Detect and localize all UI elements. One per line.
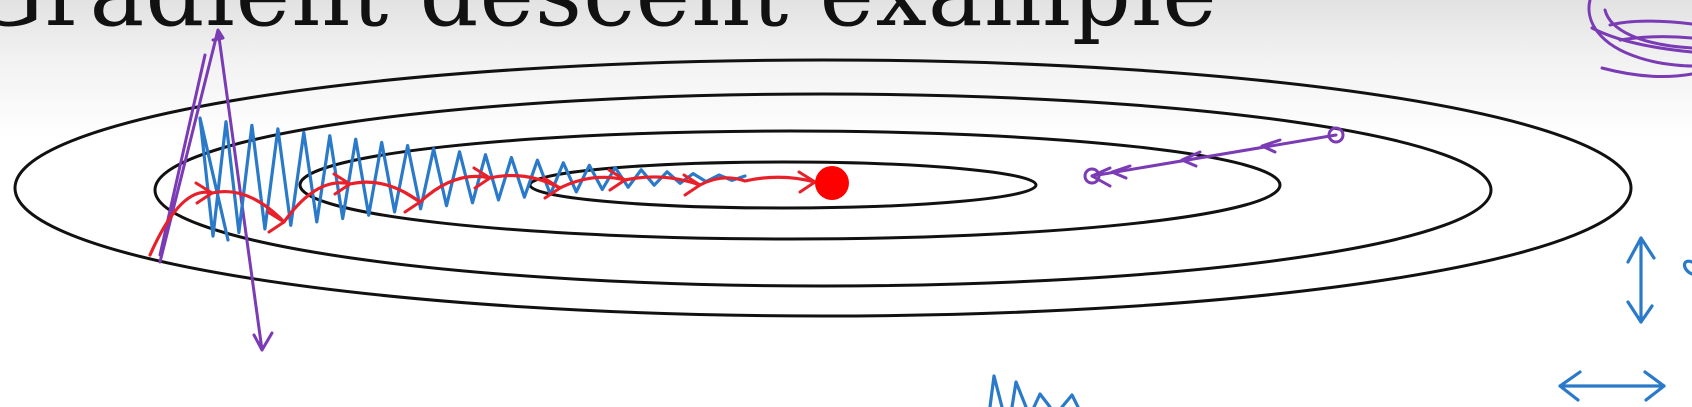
slide-title: Gradient descent example bbox=[0, 0, 1218, 47]
momentum-arrowhead bbox=[402, 190, 422, 214]
momentum-arrowhead bbox=[266, 210, 286, 234]
momentum-arrowhead bbox=[682, 173, 702, 197]
momentum-arrowhead bbox=[607, 168, 627, 192]
horizontal-arrow bbox=[1558, 370, 1666, 402]
minimum-point bbox=[815, 166, 849, 200]
oscillation-arrow bbox=[158, 28, 274, 352]
momentum-descent-path bbox=[148, 173, 817, 257]
bowl-sketch bbox=[1587, 0, 1692, 78]
contour-lines bbox=[13, 58, 1633, 318]
contour-ellipse-1 bbox=[13, 58, 1633, 318]
momentum-arrowhead bbox=[472, 166, 492, 190]
momentum-arrowhead bbox=[797, 170, 817, 194]
partial-annotation-glyph bbox=[1682, 259, 1692, 276]
partial-handwriting bbox=[988, 374, 1080, 407]
momentum-arrowheads bbox=[194, 166, 817, 234]
momentum-arrowhead bbox=[332, 172, 352, 196]
vertical-arrow bbox=[1626, 236, 1656, 324]
momentum-arrowhead bbox=[542, 176, 562, 200]
momentum-arrowhead bbox=[194, 181, 214, 205]
annotation-path-right bbox=[1083, 126, 1345, 188]
contour-ellipse-3 bbox=[298, 129, 1282, 241]
contour-ellipse-2 bbox=[153, 92, 1493, 288]
